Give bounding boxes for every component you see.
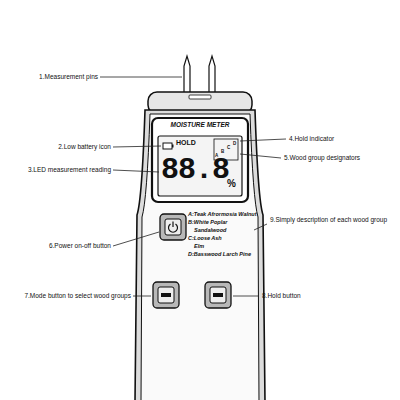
callout-label: 2.Low battery icon [58, 143, 111, 150]
meter-face [141, 114, 259, 400]
mode-button-face [158, 287, 174, 303]
wood-group-text: Elm [194, 243, 204, 249]
cap-slot [189, 95, 211, 99]
callout-label: 7.Mode button to select wood groups [24, 292, 131, 299]
callout-label: 3.LED measurement reading [28, 166, 111, 173]
wood-group-text: C:Loose Ash [188, 235, 222, 241]
display-bezel [152, 118, 248, 202]
percent-sign: % [227, 178, 236, 190]
battery-tip [172, 145, 174, 148]
callout-label: 4.Hold indicator [289, 135, 334, 142]
hold-button-face [210, 287, 226, 303]
callout-label: 5.Wood group designators [284, 154, 360, 161]
leader-line [233, 296, 259, 297]
power-button [160, 214, 186, 240]
leader-line [240, 139, 286, 141]
display-title: MOISTURE METER [152, 121, 248, 128]
designator-letter: C [227, 145, 230, 150]
callout-label: 1.Measurement pins [39, 73, 98, 80]
meter-body [135, 110, 265, 400]
designator-letter: D [233, 141, 236, 146]
power-icon [172, 222, 173, 228]
wood-group-text: Sandalwood [194, 227, 226, 233]
hold-button-mark [213, 293, 223, 297]
hold-indicator: HOLD [176, 139, 196, 147]
leader-line [113, 232, 159, 246]
power-button-face [165, 219, 181, 235]
designator-letter: A [215, 153, 218, 158]
wood-group-text: D:Basswood Larch Pine [188, 251, 251, 257]
leader-line [113, 146, 161, 147]
designator-letter: B [221, 149, 224, 154]
lcd-digits: 88.8 [161, 155, 229, 185]
callout-label: 8.Hold button [262, 292, 301, 299]
lcd-screen [158, 136, 242, 196]
leader-lines [100, 77, 286, 296]
battery-icon [163, 143, 172, 149]
leader-line [254, 224, 267, 230]
hold-button [205, 282, 231, 308]
wood-group-text: A:Teak Afrormosia Walnut [188, 211, 257, 217]
callout-label: 9.Simply description of each wood group [270, 216, 396, 223]
mode-button [153, 282, 179, 308]
wood-group-text: B:White Poplar [188, 219, 227, 225]
callout-label: 6.Power on-off button [49, 242, 111, 249]
leader-line [113, 170, 159, 172]
leader-line [133, 296, 151, 297]
leader-line [100, 77, 182, 78]
mode-button-mark [161, 293, 171, 297]
leader-line [240, 154, 281, 158]
